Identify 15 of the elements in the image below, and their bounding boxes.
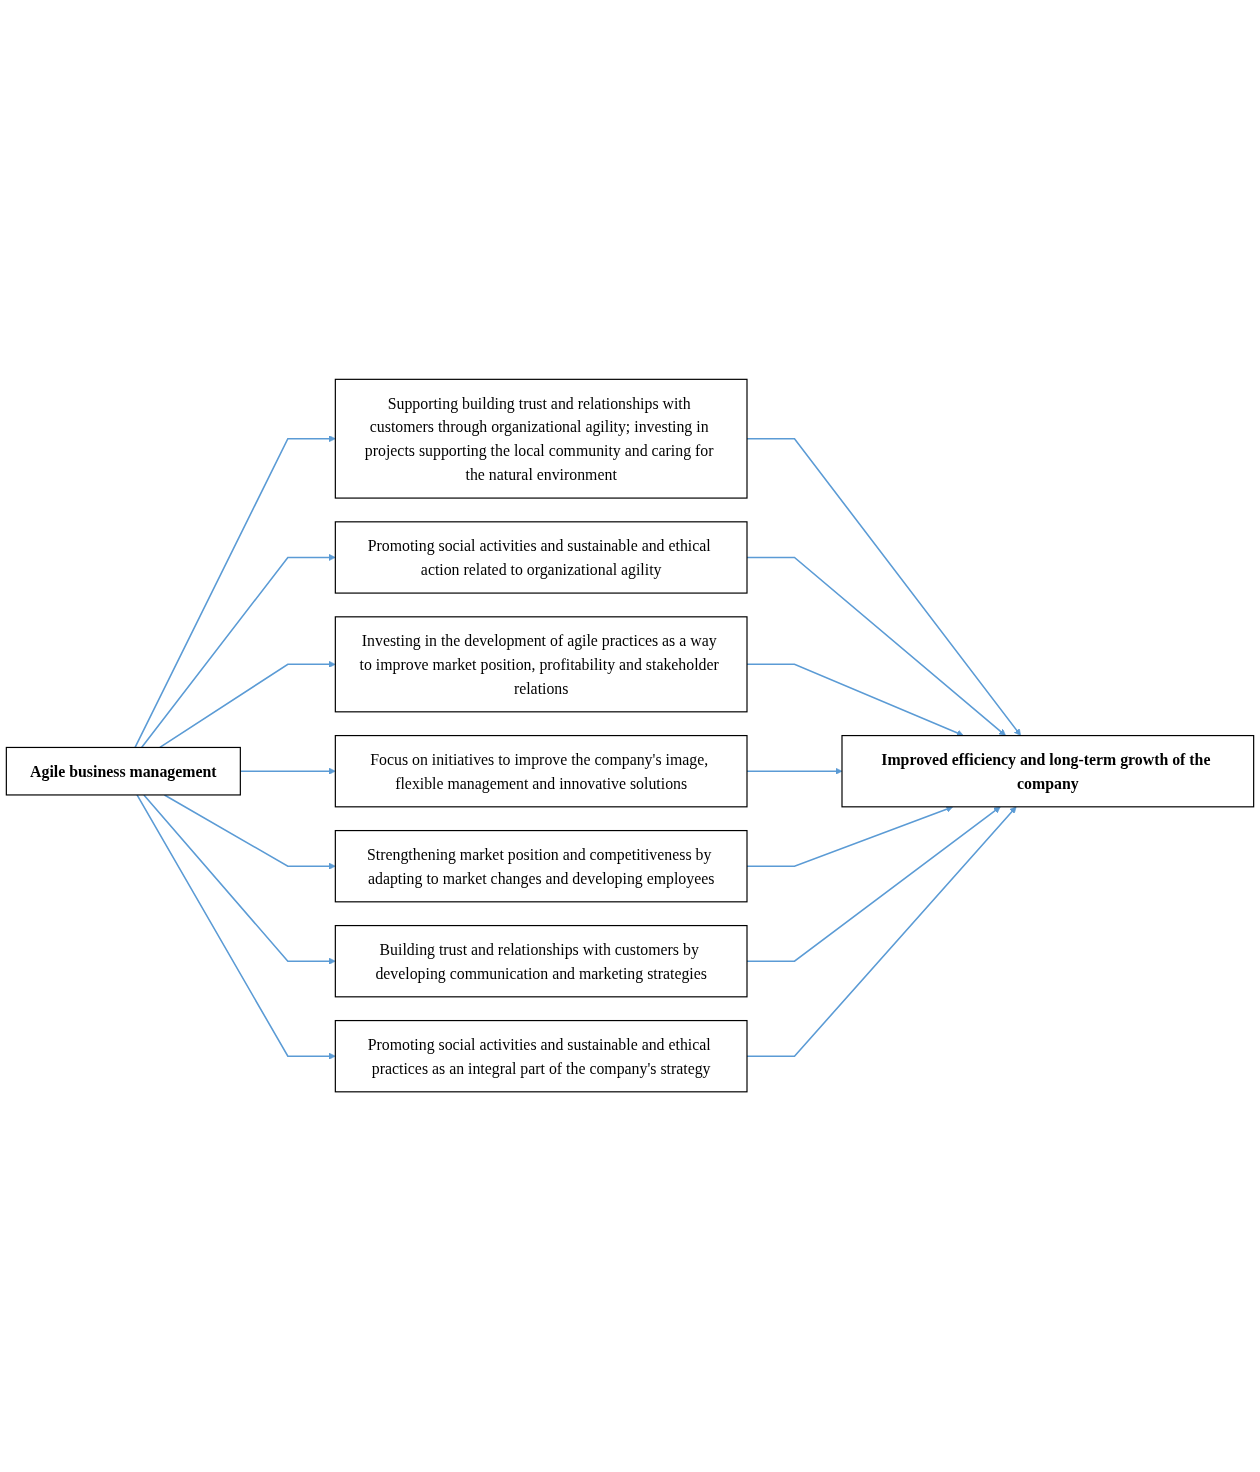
arrow <box>159 661 336 749</box>
node-box: Improved efficiency and long-term growth of the company <box>841 735 1255 808</box>
arrow <box>134 435 336 749</box>
node-box: Agile business management <box>5 747 241 796</box>
node-box: Investing in the development of agile practices as a way to improve market position, profitability and stakeholder relations <box>334 616 748 713</box>
node-box: Focus on initiatives to improve the company's image, flexible management and innovative solutions <box>334 735 748 808</box>
node-box: Promoting social activities and sustainable and ethical practices as an integral part of the company's strategy <box>334 1020 748 1093</box>
arrow <box>163 794 336 871</box>
arrow <box>143 794 336 966</box>
node-box: Strengthening market position and competitiveness by adapting to market changes and developing employees <box>334 830 748 903</box>
node-box: Building trust and relationships with customers by developing communication and marketing strategies <box>334 925 748 998</box>
arrow <box>140 554 336 749</box>
arrow <box>136 794 336 1061</box>
node-box: Promoting social activities and sustainable and ethical action related to organizational agility <box>334 521 748 595</box>
node-box: Supporting building trust and relationships with customers through organizational agility; investing in projects supporting the local community and caring for the natural environment <box>334 379 748 500</box>
